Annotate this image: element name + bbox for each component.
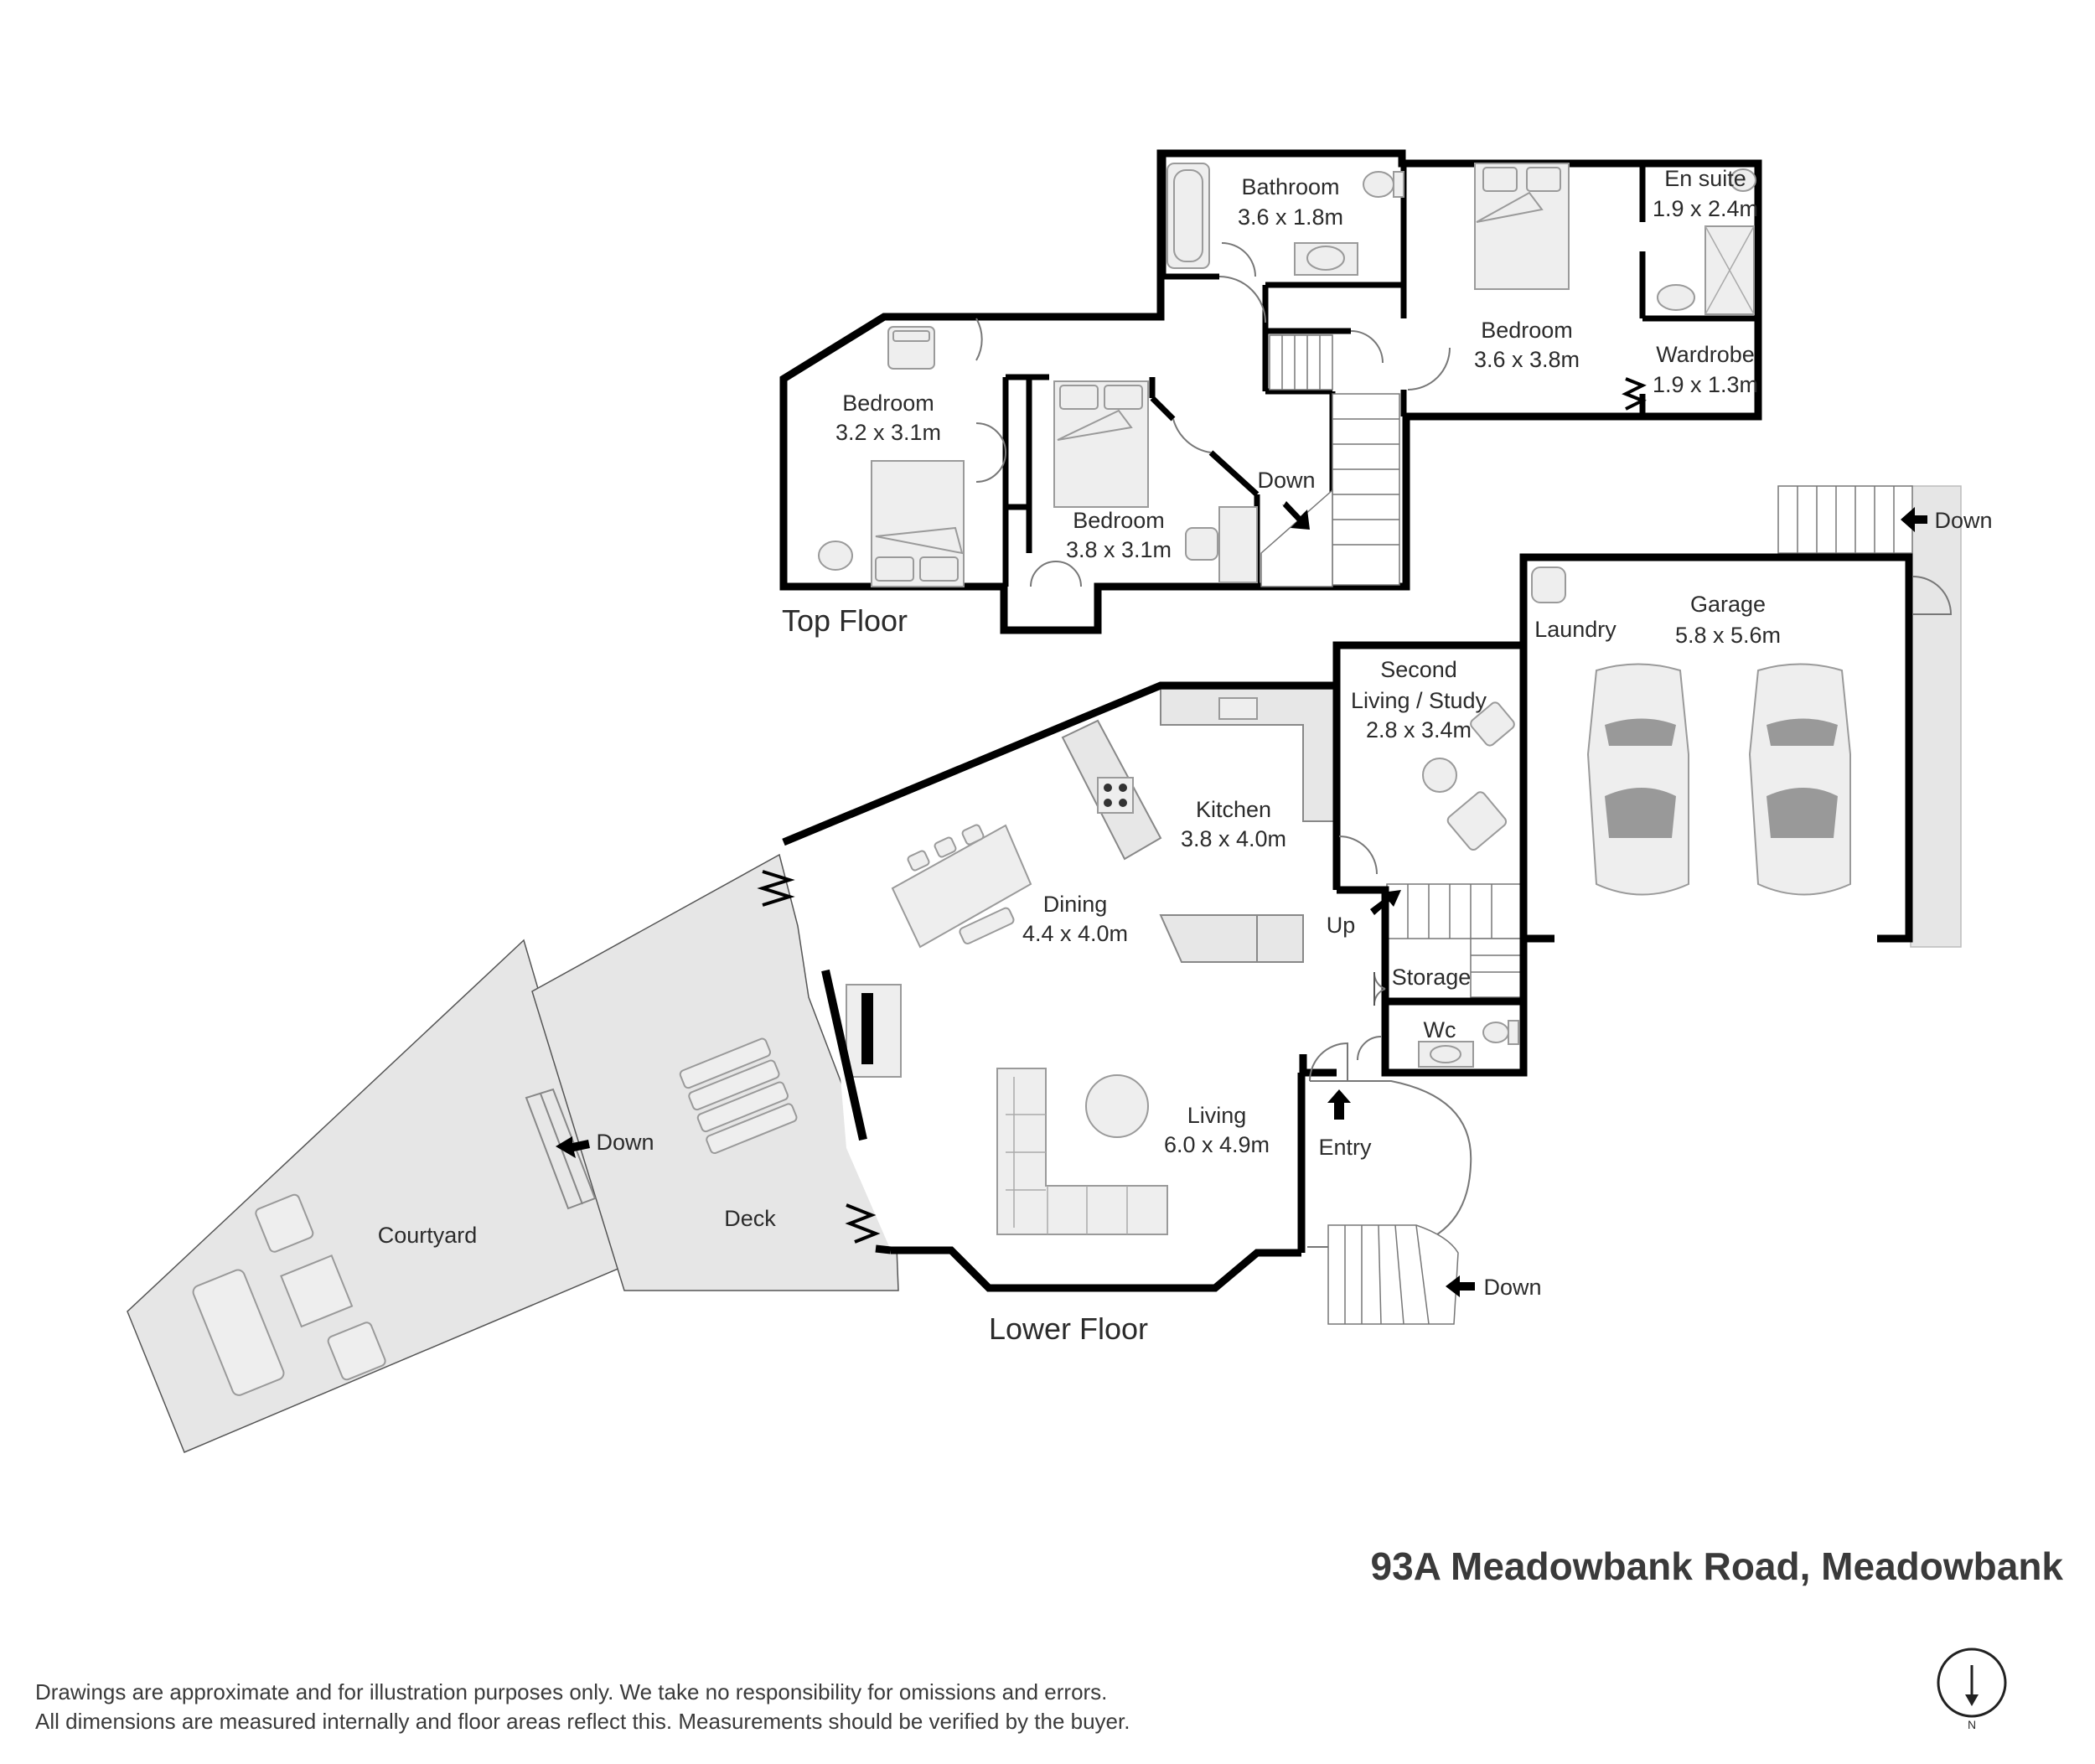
- courtyard-table: [280, 1254, 354, 1328]
- wardrobe-dim: 1.9 x 1.3m: [1653, 372, 1758, 397]
- bedroom-master-name: Bedroom: [1481, 318, 1573, 343]
- top-floor-walls: [779, 149, 1762, 634]
- top-floor-stairs: [1260, 334, 1400, 587]
- bedroom-left-name: Bedroom: [842, 391, 934, 416]
- disclaimer-line-1: Drawings are approximate and for illustr…: [35, 1679, 1107, 1705]
- top-floor-furniture: [818, 163, 1756, 587]
- disclaimer-line-2: All dimensions are measured internally a…: [35, 1709, 1130, 1734]
- garage-dim: 5.8 x 5.6m: [1675, 623, 1781, 648]
- garage-stairs: [1777, 485, 1913, 554]
- stairs-down-garage-label: Down: [1934, 508, 1992, 533]
- property-address: 93A Meadowbank Road, Meadowbank: [1371, 1544, 2064, 1588]
- dining-dim: 4.4 x 4.0m: [1022, 921, 1128, 946]
- desk: [1218, 506, 1258, 583]
- storage-name: Storage: [1392, 965, 1472, 990]
- ensuite-basin: [1657, 284, 1695, 311]
- top-floor-doors: [975, 242, 1451, 587]
- second-living-dim: 2.8 x 3.4m: [1366, 717, 1472, 742]
- study-armchair-2: [1446, 791, 1508, 851]
- entry-stairs: [1327, 1224, 1459, 1325]
- outdoor-furniture: [192, 1037, 798, 1396]
- laundry-name: Laundry: [1534, 617, 1617, 642]
- laundry-tub: [1531, 566, 1566, 603]
- entry-name: Entry: [1318, 1135, 1372, 1160]
- car-2: [1748, 663, 1851, 896]
- courtyard-chair-1: [255, 1193, 314, 1253]
- courtyard-name: Courtyard: [378, 1223, 478, 1248]
- courtyard-chair-2: [327, 1322, 386, 1381]
- wardrobe-name: Wardrobe: [1656, 342, 1755, 367]
- bathroom-dim: 3.6 x 1.8m: [1238, 204, 1343, 230]
- study-table: [1422, 758, 1457, 793]
- compass-north-label: N: [1968, 1718, 1976, 1731]
- courtyard-sofa: [192, 1269, 285, 1396]
- fireplace: [846, 984, 902, 1078]
- lower-floor-stairs: [1386, 883, 1522, 998]
- compass-icon: [1937, 1648, 2007, 1718]
- toilet-ensuite: [1730, 168, 1756, 192]
- coffee-table: [1085, 1074, 1149, 1138]
- lower-floor: [757, 553, 1953, 1325]
- second-living-name-1: Second: [1380, 657, 1457, 682]
- bedroom-left-dim: 3.2 x 3.1m: [835, 420, 941, 445]
- entry-porch: [1307, 1080, 1472, 1248]
- stairs-down-deck-label: Down: [596, 1130, 654, 1155]
- deck-name: Deck: [724, 1206, 776, 1231]
- kitchen-sink: [1218, 697, 1258, 720]
- bedroom-mid-name: Bedroom: [1073, 508, 1165, 533]
- car-1: [1586, 663, 1689, 896]
- deck-down-arrow: [556, 1136, 590, 1158]
- stairs-down-top-label: Down: [1257, 468, 1315, 493]
- second-living-name-2: Living / Study: [1351, 688, 1487, 713]
- up-arrow: [1370, 890, 1401, 915]
- garage-name: Garage: [1690, 592, 1766, 617]
- kitchen-dim: 3.8 x 4.0m: [1181, 826, 1286, 851]
- entry-down-arrow: [1446, 1275, 1475, 1297]
- bedroom-rug: [818, 541, 853, 571]
- deck-lounger-1: [679, 1037, 771, 1089]
- kitchen-name: Kitchen: [1196, 797, 1271, 822]
- entry-arrow: [1327, 1089, 1351, 1120]
- ensuite-name: En suite: [1664, 166, 1746, 191]
- living-sofa: [996, 1068, 1168, 1235]
- desk-chair: [1185, 527, 1218, 561]
- lower-floor-label: Lower Floor: [989, 1311, 1148, 1346]
- living-dim: 6.0 x 4.9m: [1164, 1132, 1270, 1157]
- stairs-up-label: Up: [1327, 913, 1356, 938]
- stairs-down-entry-label: Down: [1483, 1275, 1541, 1300]
- bedroom-mid-dim: 3.8 x 3.1m: [1066, 537, 1172, 562]
- bathroom-name: Bathroom: [1241, 174, 1339, 199]
- top-floor: Bathroom 3.6 x 1.8m En suite 1.9 x 2.4m …: [779, 149, 1762, 638]
- wc-toilet: [1482, 1022, 1509, 1043]
- garage-side-path: [1910, 485, 1962, 948]
- ensuite-dim: 1.9 x 2.4m: [1653, 196, 1758, 221]
- north-compass: N: [1937, 1648, 2007, 1731]
- wc-name: Wc: [1424, 1017, 1456, 1042]
- toilet-bathroom: [1363, 171, 1394, 198]
- direction-arrows: [556, 507, 1927, 1297]
- study-armchair-1: [1470, 701, 1515, 747]
- living-name: Living: [1187, 1103, 1247, 1128]
- dining-table: [891, 824, 1032, 949]
- bedroom-master-dim: 3.6 x 3.8m: [1474, 347, 1580, 372]
- top-floor-label: Top Floor: [782, 603, 908, 638]
- garage-down-arrow: [1901, 507, 1927, 532]
- dining-name: Dining: [1043, 892, 1108, 917]
